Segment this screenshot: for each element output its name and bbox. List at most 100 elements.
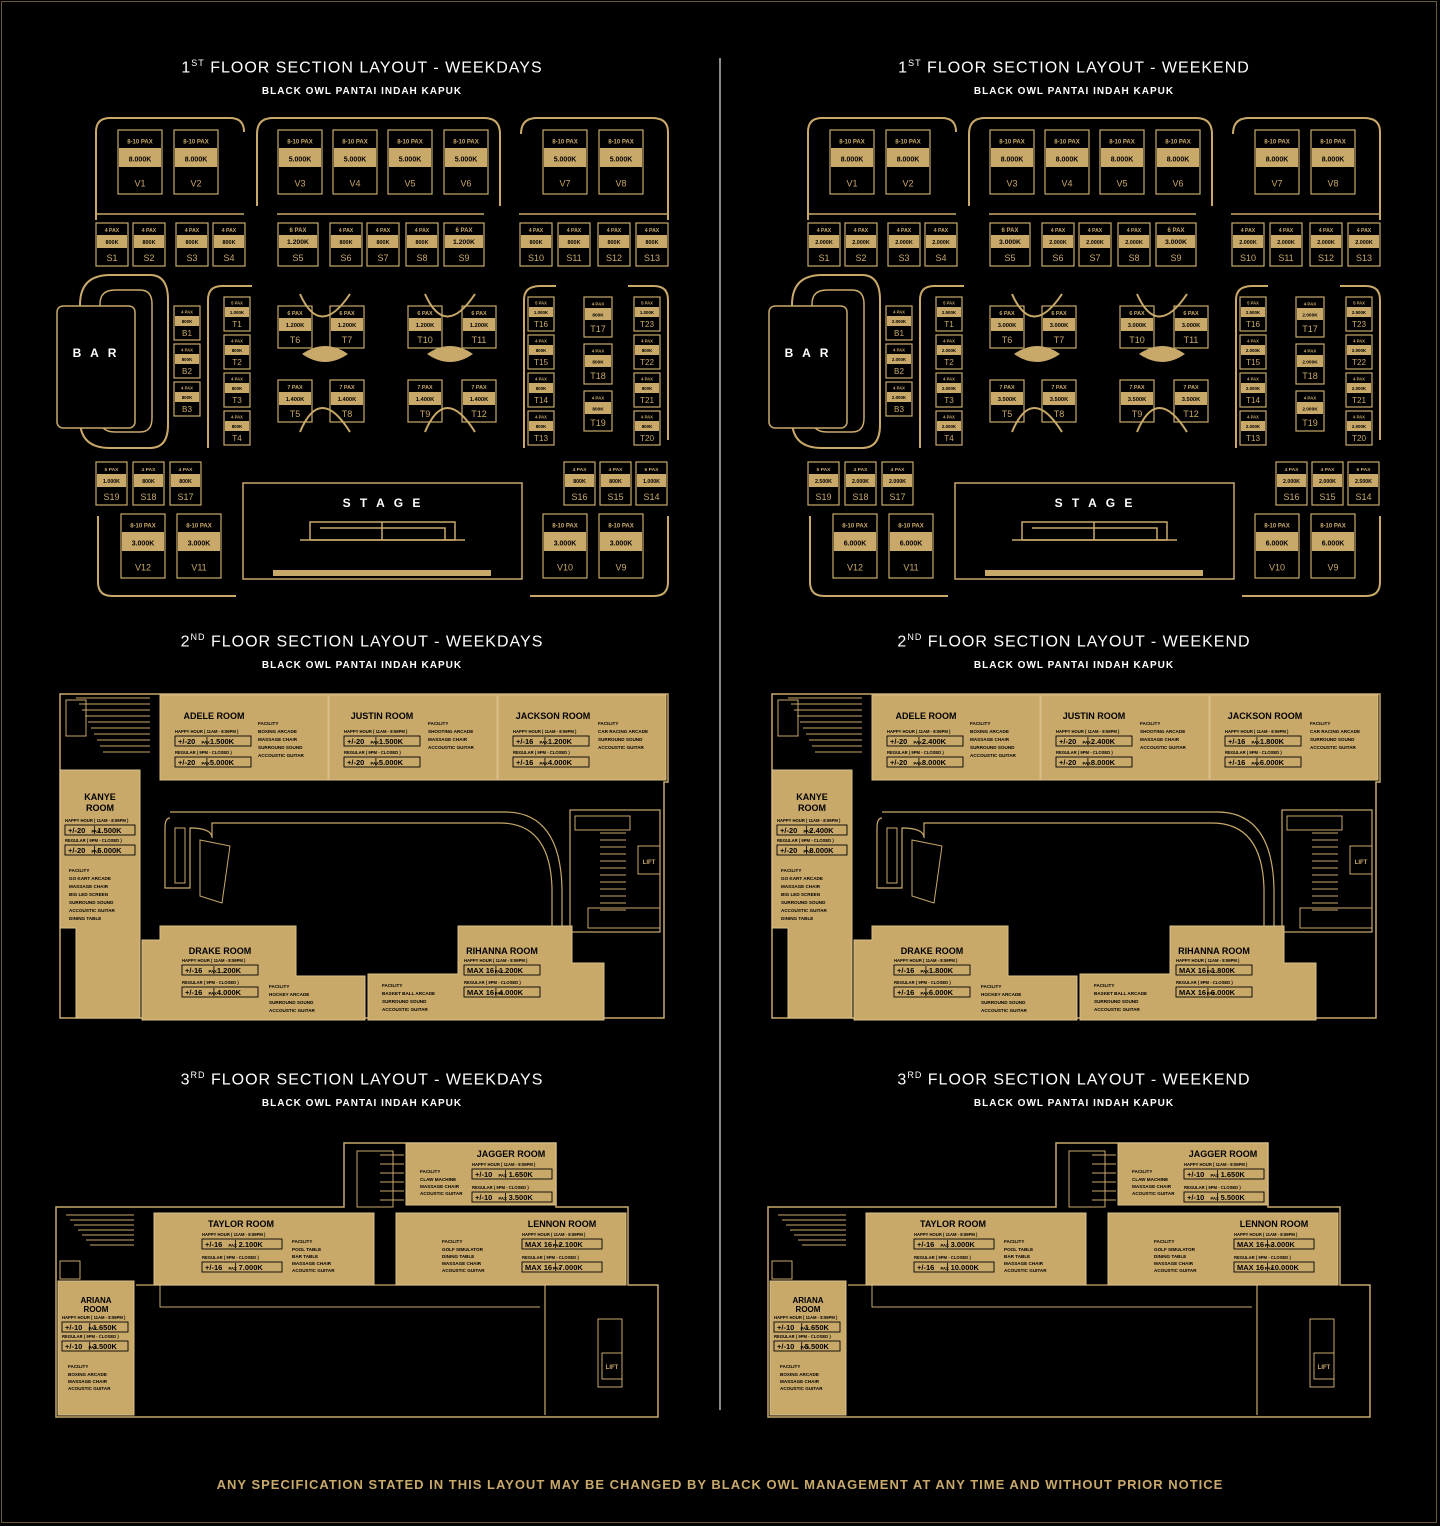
room-kanye[interactable]: KANYEROOMHAPPY HOUR ( 11AM - 8:59PM )+/-… [771,769,853,1019]
sofa-s5[interactable]: 6 PAX1.200KS5 [277,222,319,267]
vip-v4[interactable]: 8-10 PAX8.000KV4 [1044,129,1090,195]
sofa-s3[interactable]: 4 PAX2.000KS3 [887,222,921,267]
vip-v12[interactable]: 8-10 PAX3.000KV12 [120,513,166,579]
room-rihanna[interactable]: RIHANNA ROOMHAPPY HOUR ( 11AM - 8:59PM )… [1079,925,1317,1021]
table-t9[interactable]: 7 PAX1.400KT9 [407,379,443,423]
vip-v11[interactable]: 8-10 PAX3.000KV11 [176,513,222,579]
table-t20[interactable]: 4 PAX800KT20 [633,410,661,446]
sofa-s2[interactable]: 4 PAX2.000KS2 [844,222,878,267]
vip-v6[interactable]: 8-10 PAX5.000KV6 [443,129,489,195]
room-jackson[interactable]: JACKSON ROOMHAPPY HOUR ( 11AM - 8:59PM )… [497,694,667,781]
table-t1[interactable]: 5 PAX1.000KT1 [223,296,251,332]
table-t12[interactable]: 7 PAX1.400KT12 [461,379,497,423]
sofa-s10[interactable]: 4 PAX800KS10 [519,222,553,267]
table-t6[interactable]: 6 PAX1.200KT6 [277,305,313,349]
room-justin[interactable]: JUSTIN ROOMHAPPY HOUR ( 11AM - 8:59PM )+… [1040,694,1210,781]
sofa-s1[interactable]: 4 PAX2.000KS1 [807,222,841,267]
room-ariana[interactable]: ARIANAROOMHAPPY HOUR ( 11AM - 8:59PM )+/… [57,1280,135,1416]
vip-v11[interactable]: 8-10 PAX6.000KV11 [888,513,934,579]
vip-v2[interactable]: 8-10 PAX8.000KV2 [885,129,931,195]
table-t21[interactable]: 4 PAX2.000KT21 [1345,372,1373,408]
table-t16[interactable]: 5 PAX1.000KT16 [527,296,555,332]
sofa-s7[interactable]: 4 PAX800KS7 [366,222,400,267]
sofa-s13[interactable]: 4 PAX800KS13 [635,222,669,267]
vip-v5[interactable]: 8-10 PAX5.000KV5 [387,129,433,195]
table-t13[interactable]: 4 PAX800KT13 [527,410,555,446]
vip-v3[interactable]: 8-10 PAX5.000KV3 [277,129,323,195]
sofa-s11[interactable]: 4 PAX2.000KS11 [1269,222,1303,267]
sofa-s14[interactable]: 5 PAX1.000KS14 [635,461,668,506]
vip-v7[interactable]: 8-10 PAX8.000KV7 [1254,129,1300,195]
sofa-s6[interactable]: 4 PAX2.000KS6 [1041,222,1075,267]
table-t13[interactable]: 4 PAX2.000KT13 [1239,410,1267,446]
table-t19[interactable]: 4 PAX800KT19 [583,390,613,432]
sofa-s12[interactable]: 4 PAX2.000KS12 [1309,222,1343,267]
room-jagger[interactable]: JAGGER ROOMHAPPY HOUR ( 11AM - 8:59PM )+… [405,1142,557,1206]
table-t7[interactable]: 6 PAX1.200KT7 [329,305,365,349]
sofa-s9[interactable]: 6 PAX3.000KS9 [1155,222,1197,267]
table-t3[interactable]: 4 PAX2.000KT3 [935,372,963,408]
vip-v1[interactable]: 8-10 PAX8.000KV1 [829,129,875,195]
table-t14[interactable]: 4 PAX2.000KT14 [1239,372,1267,408]
sofa-s18[interactable]: 4 PAX2.000KS18 [844,461,877,506]
sofa-s12[interactable]: 4 PAX800KS12 [597,222,631,267]
vip-v8[interactable]: 8-10 PAX5.000KV8 [598,129,644,195]
room-justin[interactable]: JUSTIN ROOMHAPPY HOUR ( 11AM - 8:59PM )+… [328,694,498,781]
room-taylor[interactable]: TAYLOR ROOMHAPPY HOUR ( 11AM - 8:59PM )+… [153,1212,375,1286]
bar-table-b3[interactable]: 4 PAX800KB3 [173,381,201,417]
table-t17[interactable]: 4 PAX2.000KT17 [1295,296,1325,338]
table-t10[interactable]: 6 PAX3.000KT10 [1119,305,1155,349]
sofa-s10[interactable]: 4 PAX2.000KS10 [1231,222,1265,267]
table-t10[interactable]: 6 PAX1.200KT10 [407,305,443,349]
sofa-s8[interactable]: 4 PAX2.000KS8 [1117,222,1151,267]
vip-v1[interactable]: 8-10 PAX8.000KV1 [117,129,163,195]
table-t9[interactable]: 7 PAX3.500KT9 [1119,379,1155,423]
table-t17[interactable]: 4 PAX800KT17 [583,296,613,338]
sofa-s6[interactable]: 4 PAX800KS6 [329,222,363,267]
sofa-s9[interactable]: 6 PAX1.200KS9 [443,222,485,267]
sofa-s2[interactable]: 4 PAX800KS2 [132,222,166,267]
bar-table-b3[interactable]: 4 PAX2.000KB3 [885,381,913,417]
sofa-s17[interactable]: 4 PAX800KS17 [169,461,202,506]
room-drake[interactable]: DRAKE ROOMHAPPY HOUR ( 11AM - 8:59PM )+/… [141,925,366,1021]
table-t20[interactable]: 4 PAX2.000KT20 [1345,410,1373,446]
bar-table-b2[interactable]: 4 PAX800KB2 [173,343,201,379]
table-t21[interactable]: 4 PAX800KT21 [633,372,661,408]
vip-v6[interactable]: 8-10 PAX8.000KV6 [1155,129,1201,195]
table-t8[interactable]: 7 PAX3.500KT8 [1041,379,1077,423]
table-t2[interactable]: 4 PAX800KT2 [223,334,251,370]
sofa-s19[interactable]: 5 PAX1.000KS19 [95,461,128,506]
sofa-s5[interactable]: 6 PAX3.000KS5 [989,222,1031,267]
table-t4[interactable]: 4 PAX800KT4 [223,410,251,446]
bar-table-b1[interactable]: 4 PAX800KB1 [173,305,201,341]
table-t14[interactable]: 4 PAX800KT14 [527,372,555,408]
table-t23[interactable]: 5 PAX2.500KT23 [1345,296,1373,332]
table-t5[interactable]: 7 PAX3.500KT5 [989,379,1025,423]
room-kanye[interactable]: KANYEROOMHAPPY HOUR ( 11AM - 8:59PM )+/-… [59,769,141,1019]
vip-v10[interactable]: 8-10 PAX6.000KV10 [1254,513,1300,579]
table-t1[interactable]: 5 PAX2.500KT1 [935,296,963,332]
table-t18[interactable]: 4 PAX800KT18 [583,343,613,385]
sofa-s16[interactable]: 4 PAX800KS16 [563,461,596,506]
sofa-s18[interactable]: 4 PAX800KS18 [132,461,165,506]
room-jagger[interactable]: JAGGER ROOMHAPPY HOUR ( 11AM - 8:59PM )+… [1117,1142,1269,1206]
sofa-s1[interactable]: 4 PAX800KS1 [95,222,129,267]
sofa-s15[interactable]: 4 PAX800KS15 [599,461,632,506]
sofa-s4[interactable]: 4 PAX2.000KS4 [924,222,958,267]
vip-v7[interactable]: 8-10 PAX5.000KV7 [542,129,588,195]
sofa-s15[interactable]: 4 PAX2.000KS15 [1311,461,1344,506]
bar-table-b2[interactable]: 4 PAX2.000KB2 [885,343,913,379]
bar-table-b1[interactable]: 4 PAX2.000KB1 [885,305,913,341]
vip-v12[interactable]: 8-10 PAX6.000KV12 [832,513,878,579]
vip-v10[interactable]: 8-10 PAX3.000KV10 [542,513,588,579]
table-t3[interactable]: 4 PAX800KT3 [223,372,251,408]
table-t8[interactable]: 7 PAX1.400KT8 [329,379,365,423]
sofa-s14[interactable]: 5 PAX2.500KS14 [1347,461,1380,506]
table-t18[interactable]: 4 PAX2.000KT18 [1295,343,1325,385]
room-lennon[interactable]: LENNON ROOMHAPPY HOUR ( 11AM - 8:59PM )M… [395,1212,627,1286]
sofa-s13[interactable]: 4 PAX2.000KS13 [1347,222,1381,267]
table-t4[interactable]: 4 PAX2.000KT4 [935,410,963,446]
sofa-s19[interactable]: 5 PAX2.500KS19 [807,461,840,506]
table-t16[interactable]: 5 PAX2.500KT16 [1239,296,1267,332]
room-taylor[interactable]: TAYLOR ROOMHAPPY HOUR ( 11AM - 8:59PM )+… [865,1212,1087,1286]
